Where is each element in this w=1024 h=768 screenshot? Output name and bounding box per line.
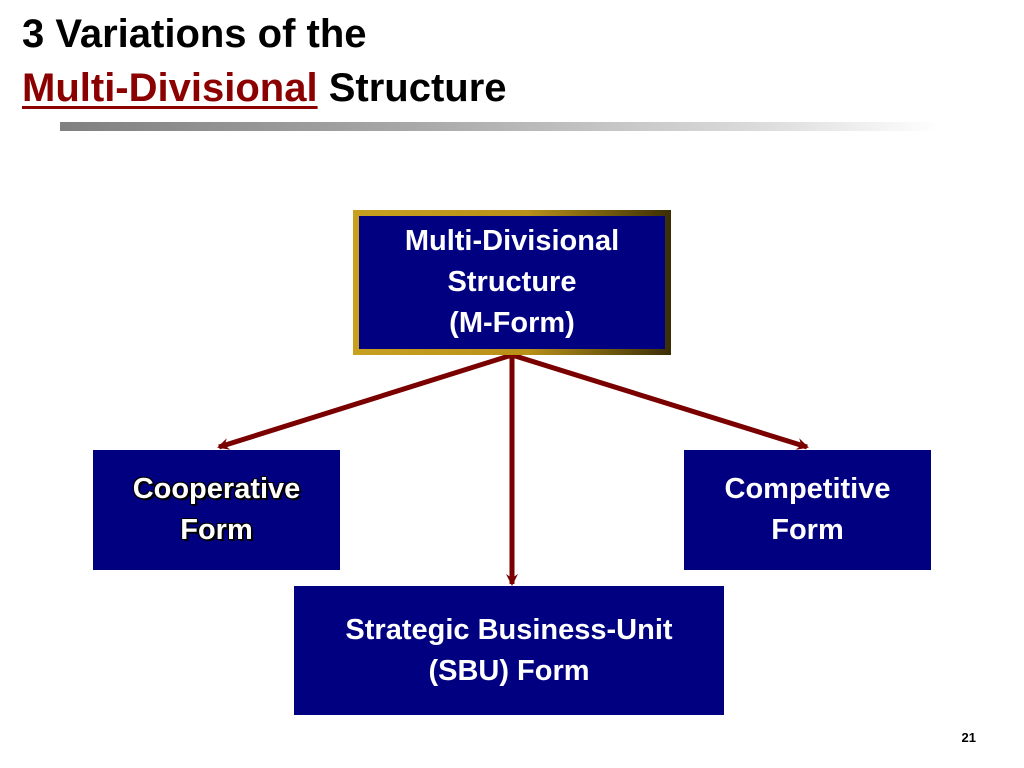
box-cooperative-line-1: Cooperative xyxy=(132,473,301,505)
box-cooperative-line-2: Form xyxy=(180,514,253,546)
slide-title-line-1: 3 Variations of the xyxy=(22,12,367,56)
box-root-line-1: Multi-Divisional xyxy=(404,225,620,257)
box-competitive-line-2: Form xyxy=(771,514,844,546)
slide-title-rest: Structure xyxy=(317,66,507,110)
title-gradient-rule xyxy=(60,122,940,131)
arrow-to-competitive xyxy=(511,352,809,450)
box-root-line-3: (M-Form) xyxy=(449,307,575,339)
slide-page-number: 21 xyxy=(961,730,976,745)
box-root-line-2: Structure xyxy=(447,266,577,298)
box-cooperative-form: Cooperative Form xyxy=(93,450,340,570)
box-competitive-line-1: Competitive xyxy=(724,473,891,505)
arrow-to-cooperative xyxy=(217,352,513,450)
box-multi-divisional-structure: Multi-Divisional Structure (M-Form) xyxy=(353,210,671,355)
box-sbu-form: Strategic Business-Unit (SBU) Form xyxy=(294,586,724,715)
box-sbu-line-1: Strategic Business-Unit xyxy=(345,613,673,646)
box-competitive-form: Competitive Form xyxy=(684,450,931,570)
box-sbu-line-2: (SBU) Form xyxy=(428,654,590,687)
slide-title-line-2: Multi-Divisional Structure xyxy=(22,64,507,112)
slide-title-accent: Multi-Divisional xyxy=(22,66,318,110)
